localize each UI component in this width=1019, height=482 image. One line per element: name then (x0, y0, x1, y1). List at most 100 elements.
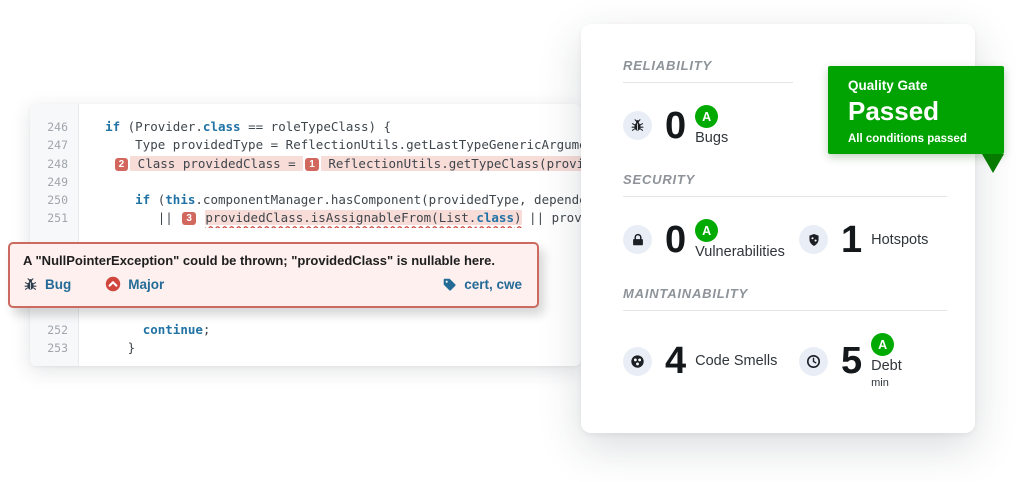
line-number[interactable]: 249 (47, 174, 68, 189)
code-segment: this (165, 192, 196, 208)
line-number-gutter (30, 104, 79, 366)
metric-value: 4 (665, 340, 686, 382)
code-editor-card: 246 if (Provider.class == roleTypeClass)… (30, 104, 581, 366)
code-block-top: 246 if (Provider.class == roleTypeClass)… (30, 118, 581, 228)
issue-tags[interactable]: cert, cwe (442, 277, 522, 292)
code-segment: || (90, 210, 181, 226)
code-text: 2 Class providedClass = 1 ReflectionUtil… (78, 155, 581, 173)
metric-value: 0 (665, 104, 686, 147)
line-number[interactable]: 252 (47, 322, 68, 337)
line-number[interactable]: 246 (47, 120, 68, 134)
lock-icon (623, 225, 652, 254)
severity-major-icon (105, 276, 121, 292)
section-title: MAINTAINABILITY (623, 286, 749, 301)
code-segment: Class providedClass = (130, 155, 304, 171)
code-text (78, 173, 581, 191)
metric-unit: min (871, 377, 889, 389)
code-smell-icon (623, 346, 652, 376)
issue-location-badge[interactable]: 1 (305, 157, 319, 171)
code-line-251: 251 || 3 providedClass.isAssignableFrom(… (30, 209, 581, 227)
code-line-249: 249 (30, 173, 581, 191)
line-number[interactable]: 248 (47, 156, 68, 171)
code-line-247: 247 Type providedType = ReflectionUtils.… (30, 136, 581, 154)
section-divider (623, 196, 947, 197)
code-text: Type providedType = ReflectionUtils.getL… (78, 136, 581, 154)
code-segment: class (476, 210, 514, 226)
bug-icon (23, 277, 38, 292)
clock-icon (799, 346, 828, 376)
code-segment (90, 322, 143, 337)
quality-gate-ribbon-fold-icon (982, 154, 1004, 173)
quality-gate-status: Passed (848, 96, 940, 126)
code-segment: || providedClass.isAss (529, 210, 581, 226)
code-segment: if (135, 192, 151, 208)
issue-location-badge[interactable]: 2 (114, 157, 129, 171)
code-segment: ) (513, 210, 522, 226)
issue-type[interactable]: Bug (23, 277, 71, 292)
code-segment: if (105, 119, 121, 134)
line-number[interactable]: 251 (47, 211, 68, 226)
code-line-246: 246 if (Provider.class == roleTypeClass)… (30, 118, 581, 136)
section-divider (623, 310, 947, 311)
tag-icon (442, 277, 457, 292)
code-segment: continue (142, 321, 203, 337)
code-segment: ( (150, 192, 166, 208)
code-text: continue; (78, 321, 581, 339)
quality-gate-badge: Quality Gate Passed All conditions passe… (828, 66, 1004, 154)
code-segment: Type providedType = ReflectionUtils.getL… (135, 137, 581, 153)
code-line-253: 253 } (30, 339, 581, 357)
code-segment: == roleTypeClass) { (240, 119, 392, 134)
code-line-248: 248 2 Class providedClass = 1 Reflection… (30, 155, 581, 173)
rating-badge: A (871, 333, 895, 356)
line-number[interactable]: 247 (47, 138, 68, 153)
issue-message: A "NullPointerException" could be thrown… (23, 253, 496, 268)
code-line-252: 252 continue; (30, 321, 581, 339)
shield-icon (799, 225, 828, 254)
metric-label: Bugs (695, 130, 729, 146)
line-number[interactable]: 250 (47, 193, 68, 208)
line-number[interactable]: 253 (47, 341, 68, 356)
quality-gate-subtitle: All conditions passed (848, 133, 967, 145)
code-block-bottom: 252 continue;253 } (30, 321, 581, 358)
section-title: RELIABILITY (623, 58, 712, 73)
section-divider (623, 82, 793, 83)
rating-badge: A (695, 219, 719, 242)
issue-meta-row: Bug Major cert, cwe (23, 276, 524, 292)
metric-label: Vulnerabilities (695, 244, 785, 260)
code-text: if (Provider.class == roleTypeClass) { (78, 118, 581, 136)
issue-location-badge[interactable]: 3 (182, 212, 196, 226)
code-segment: ReflectionUtils.getTypeClass(providedTyp… (320, 155, 581, 171)
code-segment (90, 156, 113, 171)
code-text: if (this.componentManager.hasComponent(p… (78, 191, 581, 209)
metric-caption: A Vulnerabilities (695, 219, 785, 260)
code-segment: } (90, 340, 136, 356)
issue-severity[interactable]: Major (105, 276, 164, 292)
metric-label: Debt (871, 358, 902, 374)
bug-icon (623, 111, 652, 140)
issue-callout: A "NullPointerException" could be thrown… (8, 242, 539, 308)
issue-tags-label: cert, cwe (464, 276, 522, 292)
quality-gate-title: Quality Gate (848, 78, 928, 93)
issue-severity-label: Major (128, 276, 165, 292)
code-segment: class (202, 119, 241, 134)
code-text: } (78, 339, 581, 357)
metric-caption: A Debt min (871, 333, 902, 389)
code-segment (90, 192, 135, 207)
issue-type-label: Bug (45, 276, 72, 292)
metric-label: Hotspots (871, 231, 929, 248)
code-text: || 3 providedClass.isAssignableFrom(List… (78, 209, 581, 227)
code-segment (90, 119, 105, 134)
